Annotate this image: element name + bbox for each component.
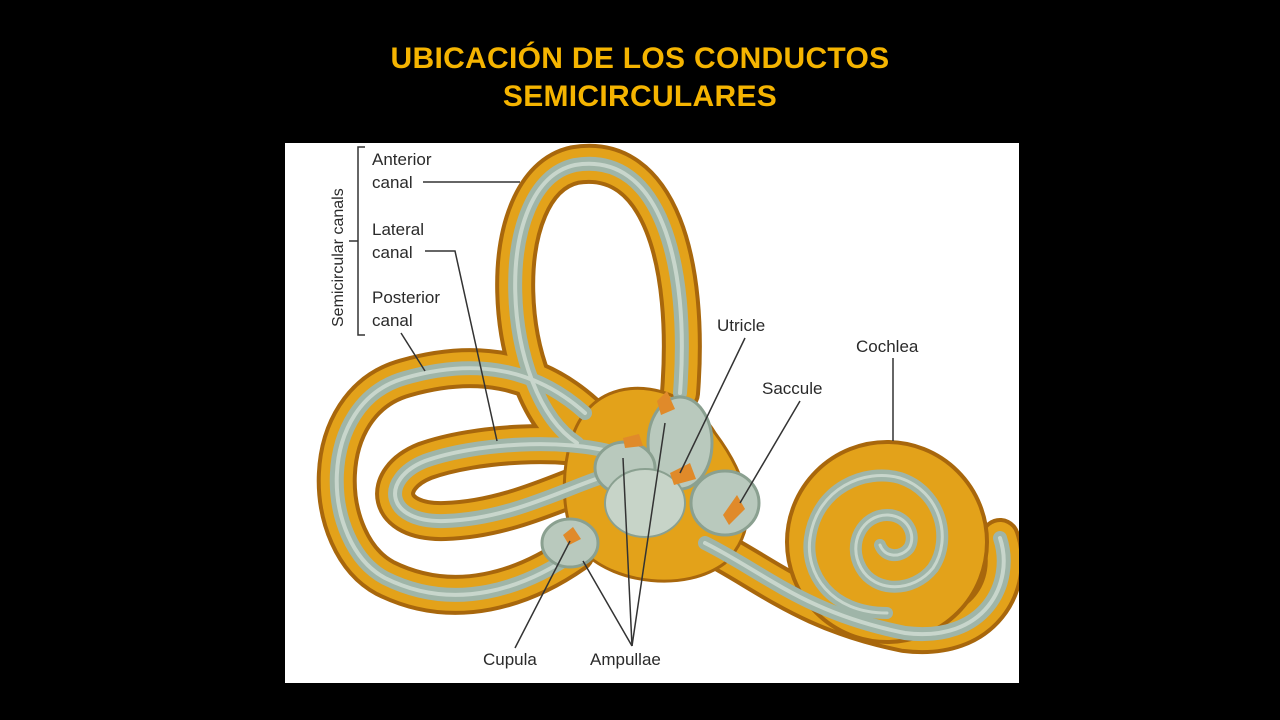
leader-lines xyxy=(400,181,894,649)
ampullae-label: Ampullae xyxy=(590,650,661,669)
inner-ear-figure: Semicircular canals Anterior canal Later… xyxy=(285,143,1019,683)
saccule-leader xyxy=(739,400,801,504)
ampullae-leader-3 xyxy=(631,422,666,647)
utricle-label: Utricle xyxy=(717,316,765,335)
cochlea-label: Cochlea xyxy=(856,337,919,356)
utricle-macula xyxy=(670,463,696,485)
cupula-marker xyxy=(563,527,581,545)
posterior-canal-label-2: canal xyxy=(372,311,413,330)
ampullae-leader-1 xyxy=(582,560,633,647)
lateral-canal-leader xyxy=(425,250,498,442)
membranous-labyrinth xyxy=(329,156,1011,642)
anterior-canal-label-1: Anterior xyxy=(372,150,432,169)
posterior-canal-leader xyxy=(400,332,426,372)
ampulla-patch xyxy=(623,434,643,448)
slide-title: UBICACIÓN DE LOS CONDUCTOS SEMICIRCULARE… xyxy=(0,40,1280,116)
sensory-structures xyxy=(540,391,761,569)
lateral-canal-label-1: Lateral xyxy=(372,220,424,239)
ampullae-leader-2 xyxy=(622,457,633,647)
cupula-label: Cupula xyxy=(483,650,537,669)
cupula-leader xyxy=(514,540,571,649)
anterior-canal-label-2: canal xyxy=(372,173,413,192)
semicircular-canals-bracket xyxy=(349,146,365,336)
slide-title-line-1: UBICACIÓN DE LOS CONDUCTOS xyxy=(390,42,890,75)
semicircular-canals-label: Semicircular canals xyxy=(330,188,347,327)
saccule-label: Saccule xyxy=(762,379,822,398)
slide-title-line-2: SEMICIRCULARES xyxy=(502,80,778,113)
utricle-patch xyxy=(657,391,675,415)
posterior-canal-label-1: Posterior xyxy=(372,288,440,307)
lateral-canal-label-2: canal xyxy=(372,243,413,262)
utricle-leader xyxy=(679,337,746,474)
inner-ear-diagram: Semicircular canals Anterior canal Later… xyxy=(316,143,1019,669)
saccule-sac xyxy=(689,469,761,537)
